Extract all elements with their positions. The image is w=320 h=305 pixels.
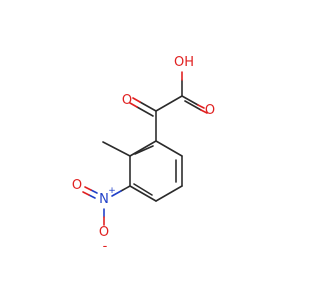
benzene-ring (129, 140, 183, 202)
ring-bond (155, 185, 183, 202)
ring-double-bond (134, 145, 154, 155)
nitro-double-bond (82, 186, 98, 199)
ring-double-bond (133, 183, 153, 196)
nitro-negative-charge: - (103, 239, 108, 254)
nitro-nitrogen-label: N (99, 192, 109, 207)
molecule-canvas: O OH O N + O O - (72, 55, 215, 254)
carboxyl-double-bond (181, 95, 208, 114)
keto-double-bond (129, 97, 157, 117)
ring-bond (155, 140, 183, 157)
methyl-bond (102, 141, 131, 157)
ring-bond (129, 140, 157, 157)
structure-diagram: O OH O N + O O - (72, 55, 215, 254)
nitro-oxygen-double-label: O (72, 178, 82, 193)
ring-bond (129, 185, 157, 202)
carboxyl-oxygen-label: O (205, 103, 215, 118)
nitro-positive-charge: + (108, 186, 116, 196)
nitro-oxygen-single-label: O (99, 225, 109, 240)
keto-oxygen-label: O (122, 93, 132, 108)
ring-to-nitro-bond-n (111, 190, 122, 197)
ring-to-nitro-bond (120, 185, 131, 192)
hydroxyl-label: OH (174, 55, 194, 70)
keto-to-carboxyl-bond (155, 95, 183, 112)
